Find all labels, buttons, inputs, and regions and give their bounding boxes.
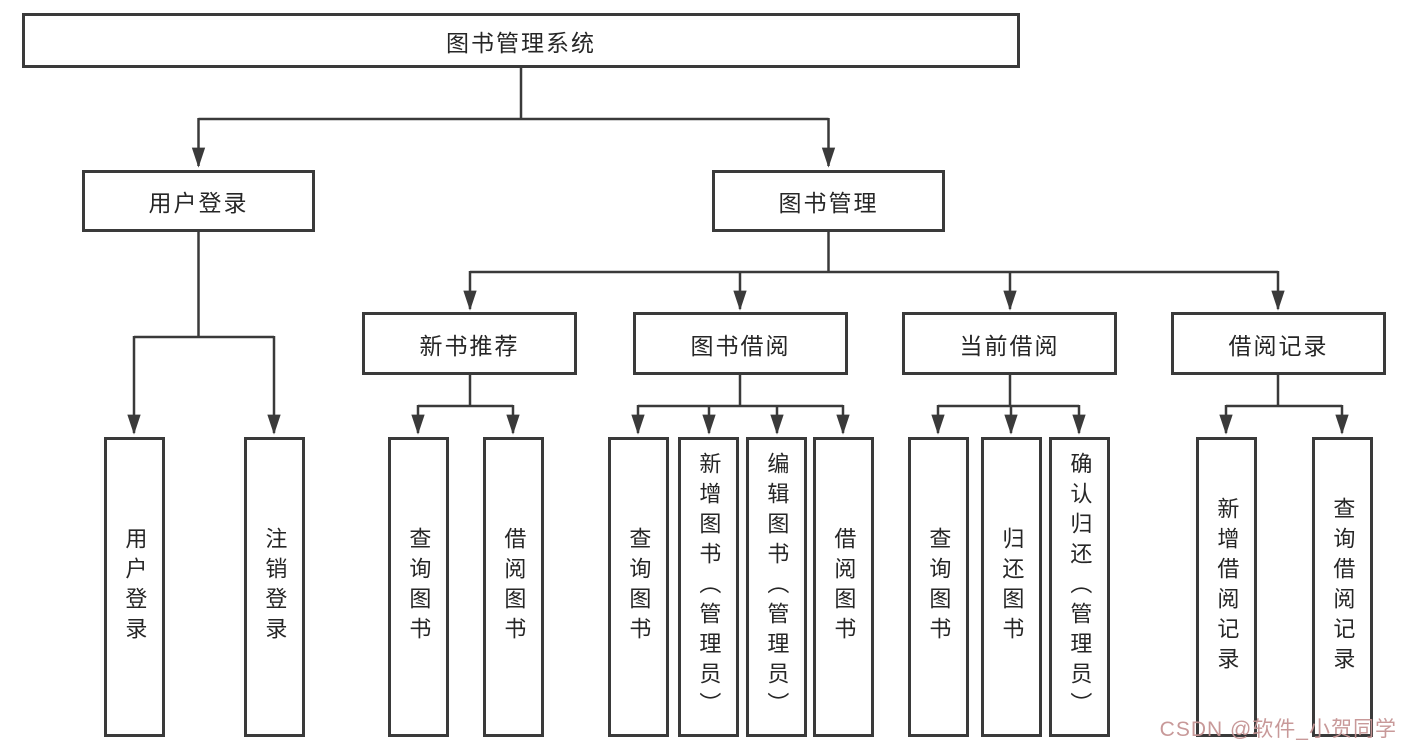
- node-current-borrow: 当前借阅: [902, 312, 1117, 375]
- leaf-query-borrow-record: 查询借阅记录: [1312, 437, 1373, 737]
- node-new-book-recommend: 新书推荐: [362, 312, 577, 375]
- leaf-edit-books-admin: 编辑图书（管理员）: [746, 437, 807, 737]
- leaf-label: 用户登录: [122, 527, 148, 647]
- node-borrow-record: 借阅记录: [1171, 312, 1386, 375]
- leaf-return-books: 归还图书: [981, 437, 1042, 737]
- leaf-label: 确认归还（管理员）: [1067, 452, 1093, 722]
- leaf-label: 新增图书（管理员）: [696, 452, 722, 722]
- leaf-label: 新增借阅记录: [1214, 497, 1240, 677]
- leaf-label: 借阅图书: [501, 527, 527, 647]
- node-library-management-system: 图书管理系统: [22, 13, 1020, 68]
- leaf-add-books-admin: 新增图书（管理员）: [678, 437, 739, 737]
- node-user-login-group: 用户登录: [82, 170, 315, 232]
- leaf-label: 查询图书: [926, 527, 952, 647]
- leaf-query-books-1: 查询图书: [388, 437, 449, 737]
- leaf-label: 编辑图书（管理员）: [764, 452, 790, 722]
- leaf-user-login: 用户登录: [104, 437, 165, 737]
- leaf-query-books-2: 查询图书: [608, 437, 669, 737]
- node-book-borrow: 图书借阅: [633, 312, 848, 375]
- leaf-query-books-3: 查询图书: [908, 437, 969, 737]
- leaf-label: 查询图书: [626, 527, 652, 647]
- leaf-label: 注销登录: [262, 527, 288, 647]
- csdn-watermark: CSDN @软件_小贺同学: [1159, 718, 1397, 741]
- leaf-borrow-books-1: 借阅图书: [483, 437, 544, 737]
- leaf-confirm-return-admin: 确认归还（管理员）: [1049, 437, 1110, 737]
- leaf-label: 归还图书: [999, 527, 1025, 647]
- leaf-logout: 注销登录: [244, 437, 305, 737]
- leaf-label: 查询借阅记录: [1330, 497, 1356, 677]
- leaf-add-borrow-record: 新增借阅记录: [1196, 437, 1257, 737]
- leaf-label: 查询图书: [406, 527, 432, 647]
- leaf-borrow-books-2: 借阅图书: [813, 437, 874, 737]
- leaf-label: 借阅图书: [831, 527, 857, 647]
- node-book-management-group: 图书管理: [712, 170, 945, 232]
